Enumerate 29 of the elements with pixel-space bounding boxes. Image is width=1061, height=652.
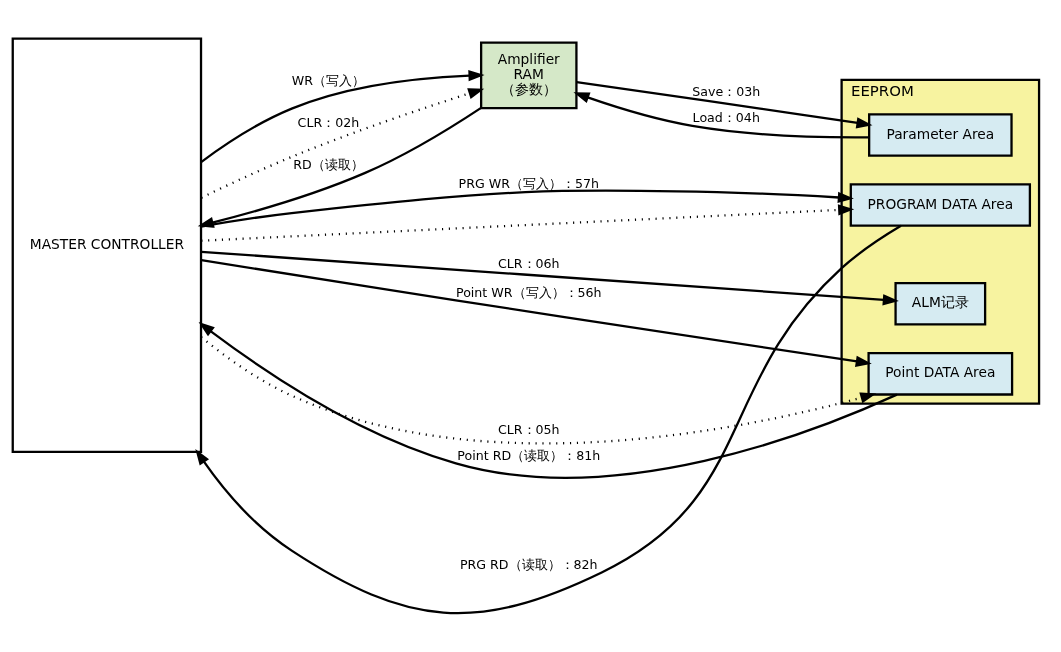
arrow bbox=[198, 322, 898, 479]
edge-label: WR（写入） bbox=[291, 73, 366, 89]
arrow bbox=[200, 70, 485, 163]
node-box: Point DATA Area bbox=[867, 352, 1014, 396]
arrow bbox=[573, 92, 869, 139]
arrow bbox=[197, 106, 482, 228]
edge-label: Point WR（写入）：56h bbox=[455, 284, 602, 300]
arrow bbox=[200, 336, 877, 445]
edge-label: RD（读取） bbox=[293, 157, 364, 173]
arrow bbox=[576, 80, 873, 129]
arrow bbox=[200, 189, 854, 228]
arrow bbox=[201, 259, 872, 367]
node-box: ALM记录 bbox=[894, 281, 987, 326]
node-box: PROGRAM DATA Area bbox=[849, 183, 1032, 227]
edge-label: Load：04h bbox=[692, 110, 760, 126]
arrow bbox=[201, 204, 855, 242]
node-box: Amplifier RAM （参数） bbox=[480, 41, 578, 110]
edge-label: CLR：02h bbox=[297, 114, 360, 130]
arrow bbox=[201, 250, 899, 306]
edge-label: PRG WR（写入）：57h bbox=[458, 175, 599, 191]
edge-label: Save：03h bbox=[692, 83, 761, 99]
arrow bbox=[195, 224, 902, 614]
edge-label: CLR：05h bbox=[497, 422, 560, 438]
node-box: Parameter Area bbox=[868, 113, 1013, 157]
edge-label: Point RD（读取）：81h bbox=[457, 447, 601, 463]
node-box: MASTER CONTROLLER bbox=[11, 37, 203, 454]
edge-label: CLR：06h bbox=[497, 255, 560, 271]
arrow bbox=[200, 88, 485, 199]
edge-label: PRG RD（读取）：82h bbox=[459, 556, 598, 572]
